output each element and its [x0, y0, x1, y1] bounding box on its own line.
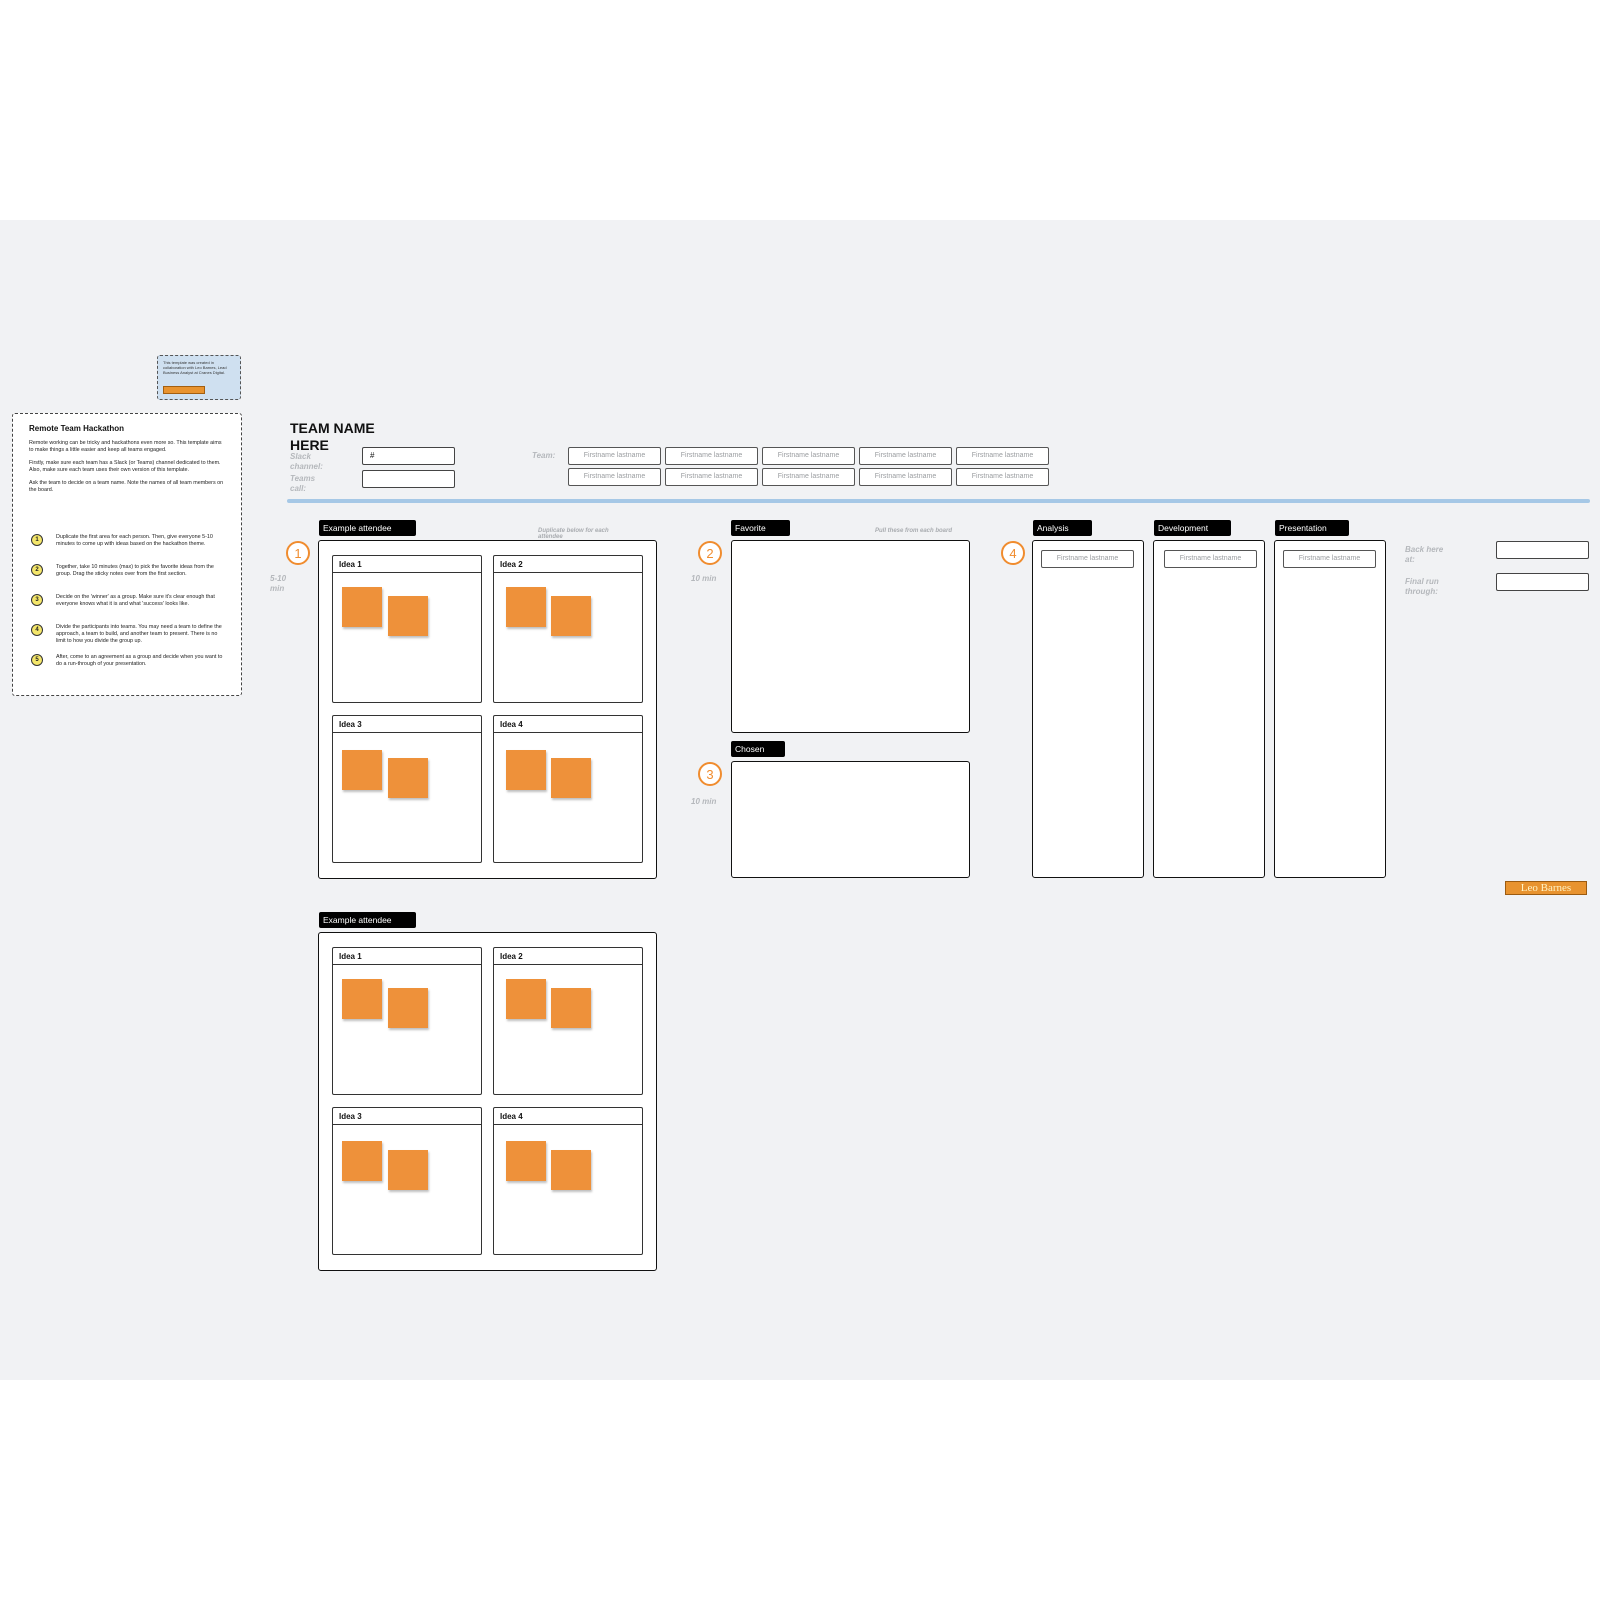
credit-note[interactable]: This template was created in collaborati… [157, 355, 241, 400]
chosen-frame[interactable] [731, 761, 970, 878]
sticky-note[interactable] [388, 758, 428, 798]
step-text: Divide the participants into teams. You … [56, 624, 222, 644]
final-run-field[interactable] [1496, 573, 1589, 591]
step-text: Together, take 10 minutes (max) to pick … [56, 564, 214, 577]
header-divider [287, 499, 1590, 503]
sticky-note[interactable] [551, 1150, 591, 1190]
attendee-tag: Example attendee [319, 520, 416, 536]
development-column[interactable] [1153, 540, 1265, 878]
sticky-note[interactable] [551, 758, 591, 798]
sticky-note[interactable] [551, 988, 591, 1028]
team-member-field[interactable]: Firstname lastname [762, 447, 855, 465]
section2-hint: Pull these from each board [875, 528, 953, 534]
section1-hint: Duplicate below for each attendee [538, 528, 609, 540]
idea-title: Idea 2 [494, 556, 642, 573]
step-3-badge: 3 [698, 762, 722, 786]
team-member-field[interactable]: Firstname lastname [665, 447, 758, 465]
section1-time-label: 5-10 min [270, 574, 287, 593]
team-label: Team: [532, 451, 556, 460]
team-member-field[interactable]: Firstname lastname [568, 468, 661, 486]
favorite-tag: Favorite [731, 520, 790, 536]
step-4-badge: 4 [1001, 541, 1025, 565]
development-tag: Development [1154, 520, 1231, 536]
teams-call-label: Teams call: [290, 474, 316, 493]
idea-title: Idea 2 [494, 948, 642, 965]
step-1-badge: 1 [286, 541, 310, 565]
idea-title: Idea 3 [333, 1108, 481, 1125]
attendee-tag: Example attendee [319, 912, 416, 928]
sticky-note[interactable] [388, 596, 428, 636]
credit-text: This template was created in collaborati… [163, 360, 227, 375]
sticky-note[interactable] [506, 750, 546, 790]
team-member-field[interactable]: Firstname lastname [956, 447, 1049, 465]
idea-title: Idea 1 [333, 948, 481, 965]
step-number-badge: 3 [31, 594, 43, 606]
instructions-paragraph: Remote working can be tricky and hackath… [29, 440, 222, 453]
team-name-title[interactable]: TEAM NAME HERE [290, 420, 375, 453]
sticky-note[interactable] [342, 1141, 382, 1181]
chosen-tag: Chosen [731, 741, 785, 757]
slack-channel-field[interactable]: # [362, 447, 455, 465]
presentation-tag: Presentation [1275, 520, 1349, 536]
idea-title: Idea 1 [333, 556, 481, 573]
idea-title: Idea 4 [494, 716, 642, 733]
step-text: Decide on the 'winner' as a group. Make … [56, 594, 215, 607]
final-run-label: Final run through: [1405, 577, 1439, 596]
sticky-note[interactable] [388, 1150, 428, 1190]
idea-title: Idea 3 [333, 716, 481, 733]
section2-time-label: 10 min [691, 574, 717, 583]
credit-badge [163, 386, 205, 394]
sticky-note[interactable] [388, 988, 428, 1028]
sticky-note[interactable] [506, 1141, 546, 1181]
idea-card[interactable]: Idea 3 [332, 715, 482, 863]
step-number-badge: 4 [31, 624, 43, 636]
instructions-title: Remote Team Hackathon [29, 424, 124, 433]
back-here-field[interactable] [1496, 541, 1589, 559]
presentation-column[interactable] [1274, 540, 1386, 878]
analysis-column[interactable] [1032, 540, 1144, 878]
sticky-note[interactable] [342, 750, 382, 790]
step-text: After, come to an agreement as a group a… [56, 654, 223, 667]
sticky-note[interactable] [342, 979, 382, 1019]
back-here-label: Back here at: [1405, 545, 1444, 564]
leo-barnes-signature: Leo Barnes [1505, 881, 1587, 895]
instructions-paragraph: Firstly, make sure each team has a Slack… [29, 460, 221, 473]
step-number-badge: 2 [31, 564, 43, 576]
team-member-field[interactable]: Firstname lastname [859, 447, 952, 465]
idea-title: Idea 4 [494, 1108, 642, 1125]
sticky-note[interactable] [551, 596, 591, 636]
analysis-member-field[interactable]: Firstname lastname [1041, 550, 1134, 568]
team-member-field[interactable]: Firstname lastname [956, 468, 1049, 486]
development-member-field[interactable]: Firstname lastname [1164, 550, 1257, 568]
section3-time-label: 10 min [691, 797, 717, 806]
sticky-note[interactable] [506, 587, 546, 627]
team-member-field[interactable]: Firstname lastname [568, 447, 661, 465]
team-member-field[interactable]: Firstname lastname [859, 468, 952, 486]
teams-call-field[interactable] [362, 470, 455, 488]
instructions-paragraph: Ask the team to decide on a team name. N… [29, 480, 224, 493]
step-2-badge: 2 [698, 541, 722, 565]
step-number-badge: 1 [31, 534, 43, 546]
presentation-member-field[interactable]: Firstname lastname [1283, 550, 1376, 568]
sticky-note[interactable] [506, 979, 546, 1019]
sticky-note[interactable] [342, 587, 382, 627]
favorite-frame[interactable] [731, 540, 970, 733]
step-text: Duplicate the first area for each person… [56, 534, 213, 547]
step-number-badge: 5 [31, 654, 43, 666]
slack-channel-label: Slack channel: [290, 452, 323, 471]
team-member-field[interactable]: Firstname lastname [665, 468, 758, 486]
team-member-field[interactable]: Firstname lastname [762, 468, 855, 486]
analysis-tag: Analysis [1033, 520, 1092, 536]
instructions-panel[interactable]: Remote Team Hackathon Remote working can… [12, 413, 242, 696]
